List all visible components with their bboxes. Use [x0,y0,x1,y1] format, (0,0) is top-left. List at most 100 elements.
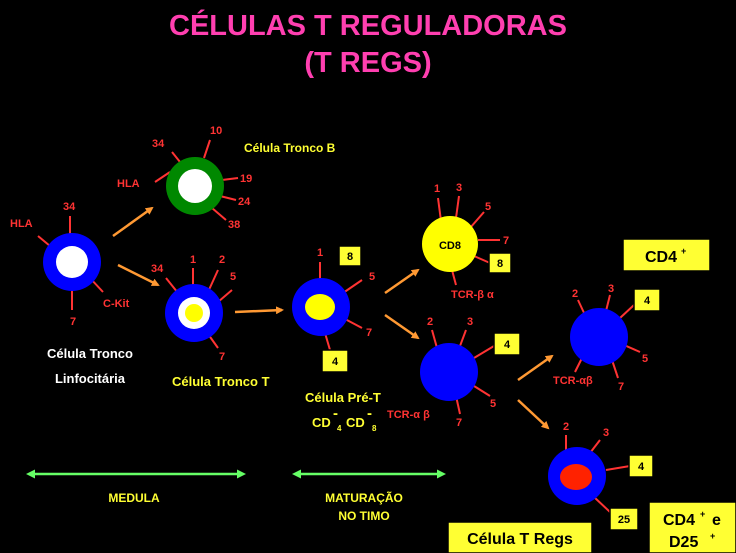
cd4-box [622,238,711,272]
pre-t-marker-5: 5 [369,271,375,283]
cd4r-marker-3: 3 [608,283,614,295]
t-spike-2 [207,269,219,293]
pre-t-cd4-text: CD [312,415,331,430]
title-line-2: (T REGS) [304,47,432,79]
cd8-spike-1 [437,197,442,222]
b-spike-hla [154,171,171,183]
b-spike-38 [211,207,227,221]
treg-spike-3 [589,439,601,454]
stem-cell [37,216,104,310]
stem-cell-nucleus [56,246,88,278]
cd4mid-spike-3 [459,329,467,347]
title-line-1: CÉLULAS T REGULADORAS [169,10,567,42]
arrow-t-to-pre-t [234,306,284,315]
t-stem-cell-label: Célula Tronco T [172,374,270,389]
pre-t-spike-5 [342,279,363,294]
cd4mid-box-4-text: 4 [504,339,511,351]
b-marker-24: 24 [238,196,251,208]
t-stem-cell [165,268,233,349]
cd8-marker-5: 5 [485,201,491,213]
cd4r-spike-5 [623,344,641,353]
treg-box-25 [609,507,639,531]
treg-marker-2: 2 [563,421,569,433]
cd4-box-sup: + [681,246,686,256]
arrow-pre-t-to-cd4 [384,313,420,340]
cd8-box-8-text: 8 [497,258,503,270]
cd8-spike-5 [469,211,485,229]
b-stem-cell-label: Célula Tronco B [244,141,336,155]
cd8-cell [422,195,500,286]
stem-spike-hla [37,235,51,247]
pre-t-box-4 [321,349,349,373]
treg-label-box [447,521,593,553]
b-marker-34: 34 [152,138,165,150]
cd4-cell-mid [420,329,495,415]
cd4r-spike-tcr [574,357,583,373]
cd4r-tcr: TCR-αβ [553,375,593,387]
b-spike-24 [219,195,237,201]
treg-marker-3: 3 [603,427,609,439]
b-marker-10: 10 [210,125,222,137]
cd8-marker-3: 3 [456,182,462,194]
b-marker-hla: HLA [117,178,140,190]
treg-box-4-text: 4 [638,461,645,473]
pre-t-minus-2: - [367,405,372,422]
cd4-box-text: CD4 [645,249,677,266]
cd8-spike-3 [455,195,460,219]
b-spike-34 [171,151,181,163]
b-spike-19 [221,177,239,181]
pre-t-cell-label: Célula Pré-T [305,390,381,405]
cd8-cell-body [422,216,478,272]
cd4r-box-4-text: 4 [644,295,651,307]
pre-t-marker-1: 1 [317,247,323,259]
t-marker-1: 1 [190,254,196,266]
stem-marker-7: 7 [70,316,76,328]
cd4mid-marker-7: 7 [456,417,462,429]
cd8-marker-7: 7 [503,235,509,247]
cd8-box-8 [488,252,512,274]
pre-t-minus-1: - [333,405,338,422]
cd4-cd25-e: e [712,512,721,529]
b-stem-cell [154,139,239,221]
pre-t-marker-7: 7 [366,327,372,339]
pre-t-tcr: TCR-α β [387,409,430,421]
stem-marker-ckit: C-Kit [103,298,130,310]
pre-t-spike-7 [344,318,363,329]
arrow-pre-t-to-cd8 [384,268,420,295]
b-spike-10 [203,139,211,159]
pre-t-sub-4: 4 [337,424,342,433]
cd4-cd25-box [648,501,736,553]
cd4r-marker-5: 5 [642,353,648,365]
b-marker-19: 19 [240,173,252,185]
cd4mid-spike-4 [473,345,495,359]
stem-marker-34: 34 [63,201,76,213]
cd4mid-marker-2: 2 [427,316,433,328]
treg-spike-25 [593,496,611,513]
arrow-cd4-to-treg [517,399,550,430]
cd4-cd25-line1: CD4 [663,512,695,529]
cd4mid-spike-2 [431,329,438,349]
pre-t-box-8 [338,245,362,267]
cd4mid-spike-5 [473,385,491,397]
cd4r-spike-7 [611,359,619,379]
treg-box-4 [628,454,654,478]
cd8-spike-8 [473,255,491,264]
pre-t-box-4-text: 4 [332,356,339,368]
cd4r-marker-2: 2 [572,288,578,300]
cd4r-box-4 [633,288,661,312]
pre-t-cd8-text: CD [346,415,365,430]
pre-t-box-8-text: 8 [347,251,353,263]
cd4-cd25-line2: D25 [669,534,698,551]
stem-cell-label-2: Linfocitária [55,371,126,386]
arrow-stem-to-t [117,263,160,287]
pre-t-cell-nucleus [305,294,335,320]
pre-t-sub-8: 8 [372,424,377,433]
t-marker-2: 2 [219,254,225,266]
pre-t-cell [292,262,363,351]
cd4mid-box-4 [493,332,521,356]
b-marker-38: 38 [228,219,240,231]
treg-box-25-text: 25 [618,514,630,526]
treg-label-text: Célula T Regs [467,531,573,548]
stem-cell-label-1: Célula Tronco [47,346,133,361]
